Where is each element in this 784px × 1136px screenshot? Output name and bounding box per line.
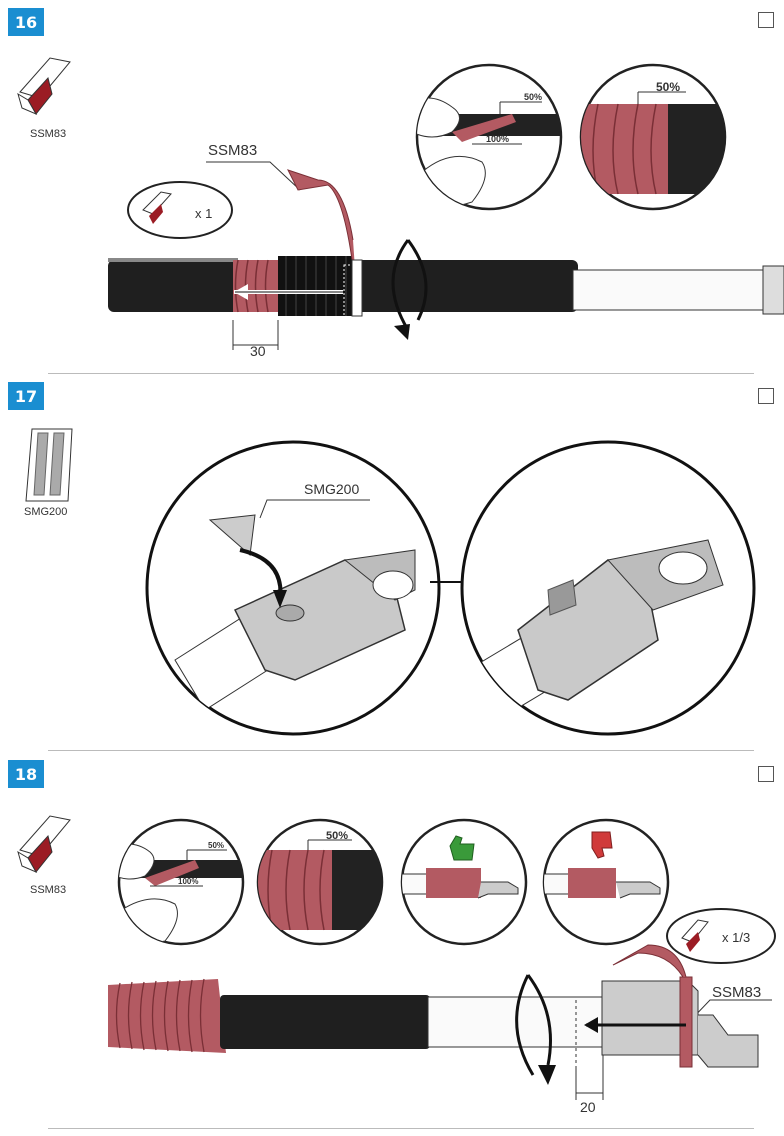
- step-checkbox[interactable]: [758, 388, 774, 404]
- overlap-top-label: 50%: [208, 841, 225, 850]
- overlap-bottom-label: 100%: [178, 877, 199, 886]
- step-number-badge: 17: [8, 382, 44, 410]
- overlap-bottom-label: 100%: [486, 134, 510, 144]
- section-divider: [48, 1128, 754, 1129]
- dimension-label: 20: [580, 1099, 596, 1115]
- tape-roll-icon: [17, 815, 71, 874]
- overlap-top-label: 50%: [524, 92, 543, 102]
- callout-label: SMG200: [304, 481, 360, 497]
- section-divider: [48, 373, 754, 374]
- step-checkbox[interactable]: [758, 766, 774, 782]
- tape-roll-icon: [17, 57, 71, 116]
- step-number-badge: 16: [8, 8, 44, 36]
- material-label: SSM83: [30, 884, 67, 896]
- step-number: 17: [14, 386, 38, 406]
- incorrect-wrap-circle: [542, 818, 670, 946]
- quantity-label: x 1/3: [722, 930, 751, 945]
- quantity-bubble: [666, 908, 776, 964]
- step-number: 18: [14, 764, 38, 784]
- material-label: SSM83: [30, 128, 67, 140]
- grease-application-circle: [145, 440, 441, 736]
- wrap-detail-circle: [256, 818, 384, 946]
- callout-label: SSM83: [208, 142, 258, 159]
- wrap-overlap-label: 50%: [326, 830, 349, 842]
- wrap-detail-circle: [579, 63, 727, 211]
- material-label: SMG200: [24, 506, 68, 518]
- quantity-label: x 1: [195, 206, 213, 221]
- step-number-badge: 18: [8, 760, 44, 788]
- grease-pack-icon: [25, 428, 73, 502]
- step-checkbox[interactable]: [758, 12, 774, 28]
- callout-leader: [206, 161, 301, 191]
- step-number: 16: [14, 12, 38, 32]
- cable-illustration: [108, 169, 784, 350]
- greased-lug-circle: [460, 440, 756, 736]
- wrap-overlap-label: 50%: [656, 80, 681, 94]
- cable-illustration: [108, 944, 759, 1100]
- section-divider: [48, 750, 754, 751]
- overlap-detail-circle: [117, 818, 245, 946]
- dimension-label: 30: [250, 343, 266, 359]
- correct-wrap-circle: [400, 818, 528, 946]
- callout-label: SSM83: [712, 984, 762, 1001]
- overlap-detail-circle: [415, 63, 563, 211]
- quantity-bubble: [127, 181, 233, 239]
